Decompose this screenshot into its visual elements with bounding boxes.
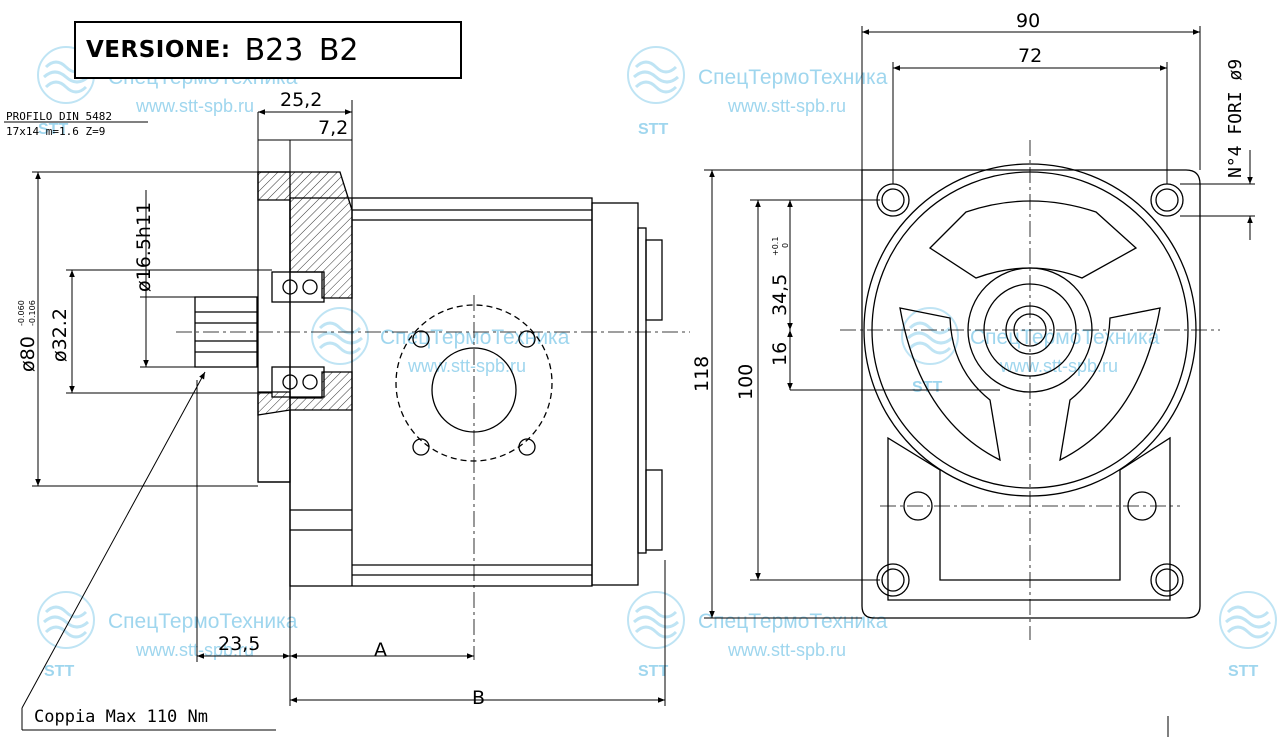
dim-32-2: ø32.2 [49,308,71,362]
watermark-brand: СпецТермоТехника [380,326,570,349]
watermark-logo-text: STT [912,379,942,396]
watermark-url: www.stt-spb.ru [727,640,846,660]
dim-16-5: ø16.5h11 [133,202,155,292]
rear-cover [591,202,639,586]
torque-note: Coppia Max 110 Nm [34,707,208,727]
front-view-dimensions [704,26,1255,737]
front-view [840,140,1220,640]
version-title-box: VERSIONE: B23 B2 [74,21,462,79]
dim-118: 118 [691,356,713,392]
dim-a: A [374,639,387,661]
watermark-url: www.stt-spb.ru [727,96,846,116]
watermark-brand: СпецТермоТехника [108,610,298,633]
annotations: PROFILO DIN 5482 17x14 m=1.6 Z=9 25,2 7,… [6,10,1246,727]
dim-34-5: 34,5 [769,274,791,316]
watermark-logo-text: STT [638,663,668,680]
watermark-brand: СпецТермоТехника [698,66,888,89]
watermark-logo-icon [1219,591,1277,649]
dim-100: 100 [735,364,757,400]
dim-25-2: 25,2 [280,89,322,111]
seal-upper [271,271,325,303]
rear-port-hole [903,491,933,521]
watermark-logo-text: STT [44,663,74,680]
watermark-logo-icon [37,591,95,649]
dim-34-5-tol-lower: 0 [781,243,790,248]
dim-16: 16 [769,342,791,366]
watermark-logo-icon [627,591,685,649]
rib-top [928,200,1138,279]
side-view-dimensions [4,100,666,731]
watermark-logo-text: STT [638,121,668,138]
dim-80: ø80 [17,336,39,372]
watermark-logo-icon [311,307,369,365]
watermark-logo-icon [901,307,959,365]
watermark-logo-text: STT [38,121,68,138]
profile-line-2: 17x14 m=1.6 Z=9 [6,125,105,138]
mount-hole [1150,563,1184,597]
flange-section-upper [257,171,353,299]
seal-lower [271,366,325,398]
rib-right [1059,307,1161,462]
side-view [176,171,690,660]
dim-80-tol-lower: -0.106 [28,300,37,326]
dim-b: B [472,687,485,709]
rib-left [899,307,1001,462]
watermark-brand: СпецТермоТехника [970,326,1160,349]
dim-72: 72 [1018,45,1042,67]
profile-line-1: PROFILO DIN 5482 [6,110,112,123]
watermark-brand: СпецТермоТехника [698,610,888,633]
mount-holes-note: N°4 FORI ø9 [1225,59,1246,178]
dim-80-tol-upper: -0.060 [17,300,26,326]
version-value: B23 B2 [244,32,359,68]
watermark-logo-icon [627,46,685,104]
watermark-group: STT СпецТермоТехника www.stt-spb.ru STT … [37,46,1277,680]
dim-34-5-tol-upper: +0.1 [771,237,780,256]
version-label: VERSIONE: [86,37,231,63]
watermark-logo-text: STT [1228,663,1258,680]
front-flange-outline [861,169,1201,619]
flange-outline [257,171,291,483]
rear-flange-outline [887,436,1171,601]
watermark-url: www.stt-spb.ru [135,96,254,116]
dim-7-2-small: 7,2 [318,117,348,139]
dim-90: 90 [1016,10,1040,32]
dim-23-5: 23,5 [218,633,260,655]
